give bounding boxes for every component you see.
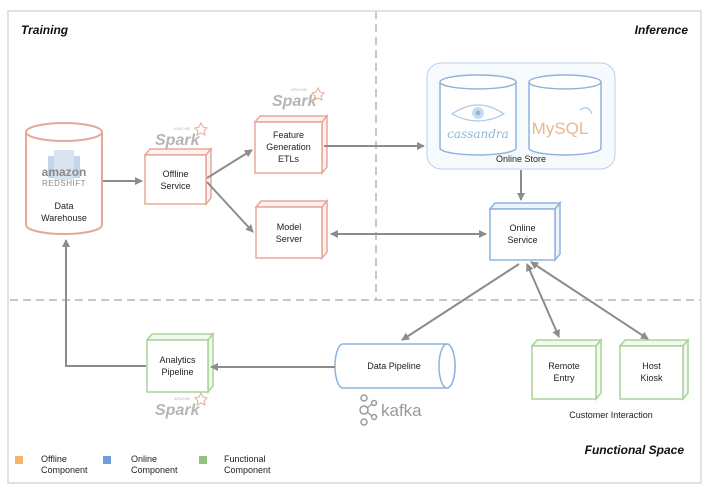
mysql-db: MySQL [528,74,602,156]
offline-service: Offline Service [143,146,213,207]
svg-text:Data Pipeline: Data Pipeline [367,361,421,371]
data-warehouse: amazon REDSHIFT Data Warehouse [25,122,103,235]
svg-text:Server: Server [276,234,303,244]
arrow-offline-to-etls [206,149,253,179]
svg-text:cassandra: cassandra [447,127,509,141]
feature-generation-etls: Feature Generation ETLs [253,113,329,176]
arrow-online-kiosk [530,261,649,340]
online-service: Online Service [488,200,562,263]
online-store-label: Online Store [496,154,546,164]
svg-text:Generation: Generation [266,142,311,152]
svg-text:Model: Model [277,222,302,232]
spark-logo-icon-offline: APACHE Spark [155,121,208,149]
online-store: cassandra MySQL Online Store [426,62,616,170]
arrow-offline-to-model [206,181,254,233]
svg-text:REDSHIFT: REDSHIFT [42,179,86,188]
legend-functional-label-1: Functional [224,454,266,464]
svg-text:APACHE: APACHE [174,126,190,131]
legend-functional-label-2: Component [224,465,271,475]
svg-text:Remote: Remote [548,361,580,371]
legend-online-label-2: Component [131,465,178,475]
mysql-logo-icon: MySQL [532,119,589,138]
legend-offline-label-1: Offline [41,454,67,464]
model-server: Model Server [254,198,329,261]
cassandra-eye-icon [450,104,506,122]
svg-text:Pipeline: Pipeline [161,367,193,377]
data-warehouse-label-1: Data [54,201,73,211]
svg-text:Feature: Feature [273,130,304,140]
legend-offline-label-2: Component [41,465,88,475]
data-warehouse-label-2: Warehouse [41,213,87,223]
remote-entry: Remote Entry [530,337,603,402]
customer-interaction-label: Customer Interaction [569,410,653,420]
svg-text:ETLs: ETLs [278,154,300,164]
kafka-logo-icon: kafka [359,394,422,426]
svg-text:Online: Online [509,223,535,233]
outer-frame [7,10,702,484]
section-title-training: Training [21,23,69,37]
svg-text:APACHE: APACHE [291,87,307,92]
legend-offline-swatch [15,456,23,464]
legend-online-label-1: Online [131,454,157,464]
host-kiosk: Host Kiosk [618,337,690,402]
svg-text:Spark: Spark [155,402,201,419]
legend: Offline Component Online Component Funct… [15,454,271,475]
svg-text:Spark: Spark [155,132,201,149]
analytics-pipeline: Analytics Pipeline [145,331,215,395]
legend-online-swatch [103,456,111,464]
cassandra-db: cassandra [439,74,517,156]
svg-text:Offline: Offline [163,169,189,179]
data-pipeline: Data Pipeline [334,343,456,389]
arrow-online-to-pipeline [401,263,520,341]
section-title-inference: Inference [635,23,689,37]
svg-text:APACHE: APACHE [174,396,190,401]
arrows [62,142,649,371]
svg-text:kafka: kafka [381,401,422,420]
svg-text:Kiosk: Kiosk [640,373,663,383]
svg-text:Spark: Spark [272,93,318,110]
redshift-logo-icon: amazon REDSHIFT [42,150,87,188]
svg-text:Service: Service [507,235,537,245]
spark-logo-icon: APACHE Spark [272,86,325,110]
legend-functional-swatch [199,456,207,464]
svg-text:Service: Service [160,181,190,191]
arrow-analytics-to-warehouse [62,239,146,367]
svg-text:amazon: amazon [42,165,87,179]
section-title-functional: Functional Space [585,443,685,457]
svg-text:Host: Host [642,361,661,371]
svg-text:Entry: Entry [553,373,575,383]
spark-logo-icon-analytics: APACHE Spark [155,391,208,419]
svg-text:Analytics: Analytics [159,355,196,365]
